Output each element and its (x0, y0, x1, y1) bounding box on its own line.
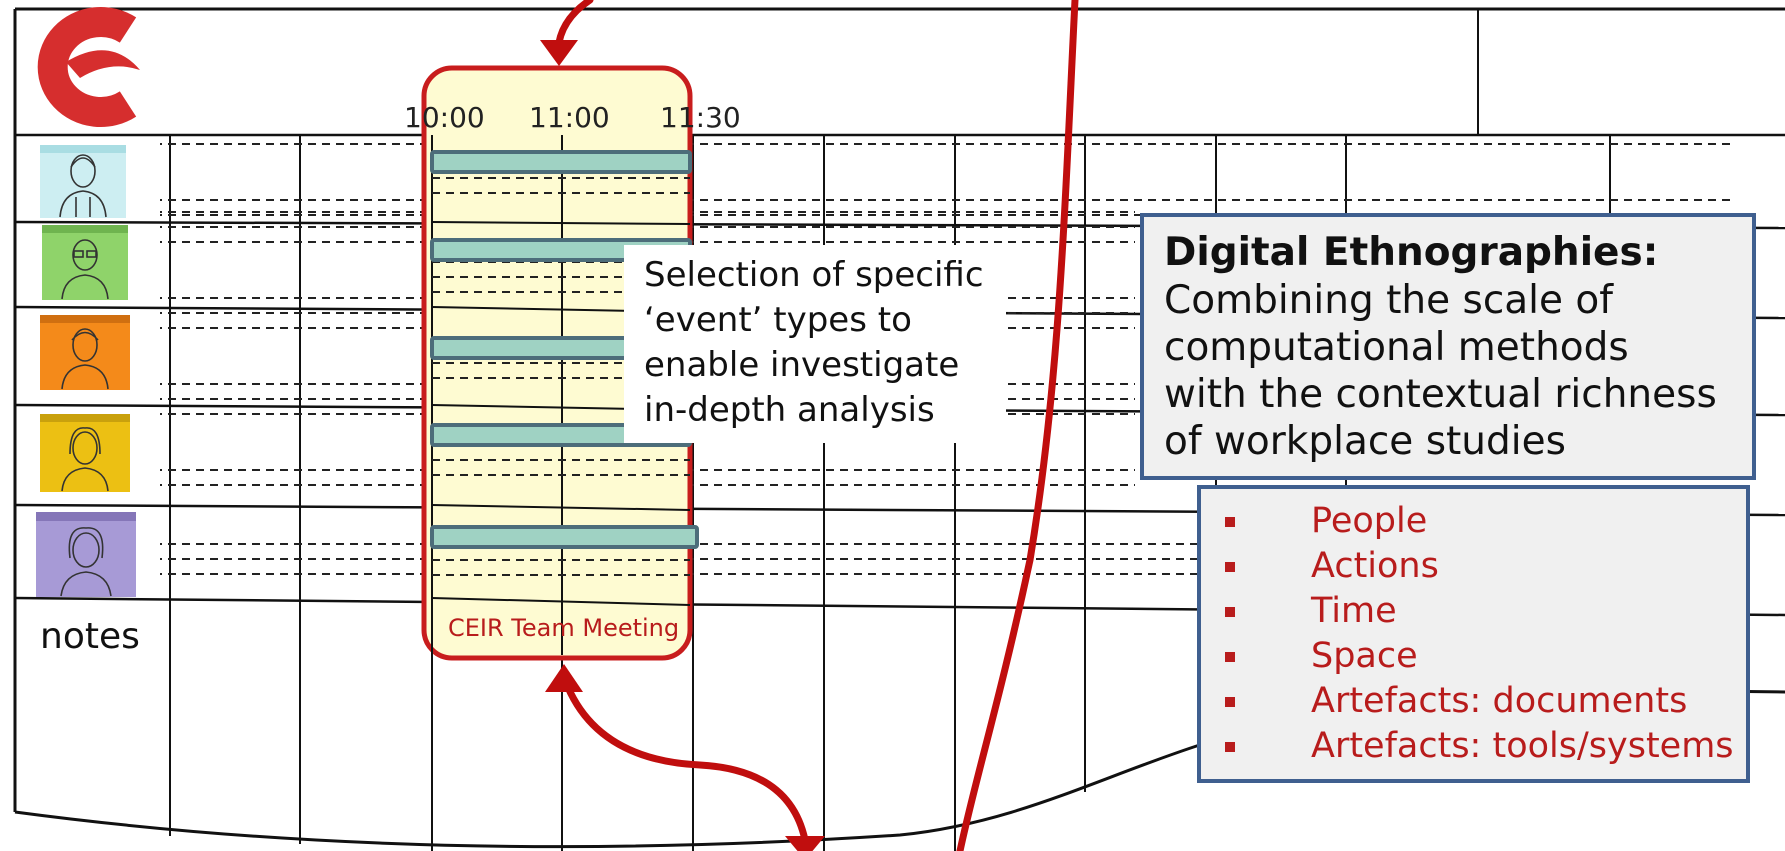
aspects-list: People Actions Time Space Artefacts: doc… (1197, 485, 1750, 783)
person-icon (40, 145, 126, 218)
aspect-label: Space (1311, 636, 1418, 676)
arrow-from-bottom (561, 676, 809, 844)
digital-ethnographies-title: Digital Ethnographies: (1164, 230, 1659, 275)
person-icon (40, 315, 130, 390)
aspect-label: Actions (1311, 546, 1439, 586)
digital-ethnographies-line: Combining the scale of (1164, 278, 1613, 323)
callout-line: ‘event’ types to (644, 300, 912, 340)
long-curved-line (956, 0, 1079, 851)
callout-line: Selection of specific (644, 255, 984, 295)
time-tick-label: 10:00 (404, 101, 485, 134)
event-bar (430, 150, 692, 174)
aspect-item: Time (1221, 589, 1746, 634)
notes-row-label: notes (40, 616, 140, 657)
aspect-item: Artefacts: documents (1221, 679, 1746, 724)
aspect-item: People (1221, 499, 1746, 544)
bullet-icon (1225, 652, 1235, 662)
person-icon (40, 414, 130, 492)
digital-ethnographies-box: Digital Ethnographies: Combining the sca… (1140, 213, 1756, 480)
aspect-label: Artefacts: documents (1311, 681, 1688, 721)
aspect-label: People (1311, 501, 1428, 541)
aspect-item: Space (1221, 634, 1746, 679)
c-logo-icon (37, 7, 140, 127)
bullet-icon (1225, 517, 1235, 527)
digital-ethnographies-line: with the contextual richness (1164, 372, 1717, 417)
time-tick-label: 11:00 (529, 101, 610, 134)
aspect-label: Time (1311, 591, 1397, 631)
bullet-icon (1225, 562, 1235, 572)
selection-callout: Selection of specific ‘event’ types to e… (624, 245, 1006, 443)
arrowhead-up-icon (545, 664, 583, 692)
event-bar (430, 525, 699, 549)
arrowhead-down-icon (785, 836, 825, 851)
callout-line: enable investigate (644, 345, 960, 385)
bullet-icon (1225, 607, 1235, 617)
person-icon (36, 512, 136, 597)
time-tick-label: 11:30 (660, 101, 741, 134)
aspect-item: Artefacts: tools/systems (1221, 724, 1746, 769)
digital-ethnographies-line: computational methods (1164, 325, 1629, 370)
meeting-grid (431, 135, 691, 655)
digital-ethnographies-line: of workplace studies (1164, 419, 1566, 464)
callout-line: in-depth analysis (644, 390, 935, 430)
person-avatars (36, 145, 136, 597)
meeting-label: CEIR Team Meeting (448, 614, 680, 642)
aspect-item: Actions (1221, 544, 1746, 589)
arrowhead-down-icon (540, 40, 578, 66)
person-icon (42, 225, 128, 300)
bullet-icon (1225, 742, 1235, 752)
aspect-label: Artefacts: tools/systems (1311, 726, 1734, 766)
arrow-heads (540, 40, 825, 851)
bullet-icon (1225, 697, 1235, 707)
